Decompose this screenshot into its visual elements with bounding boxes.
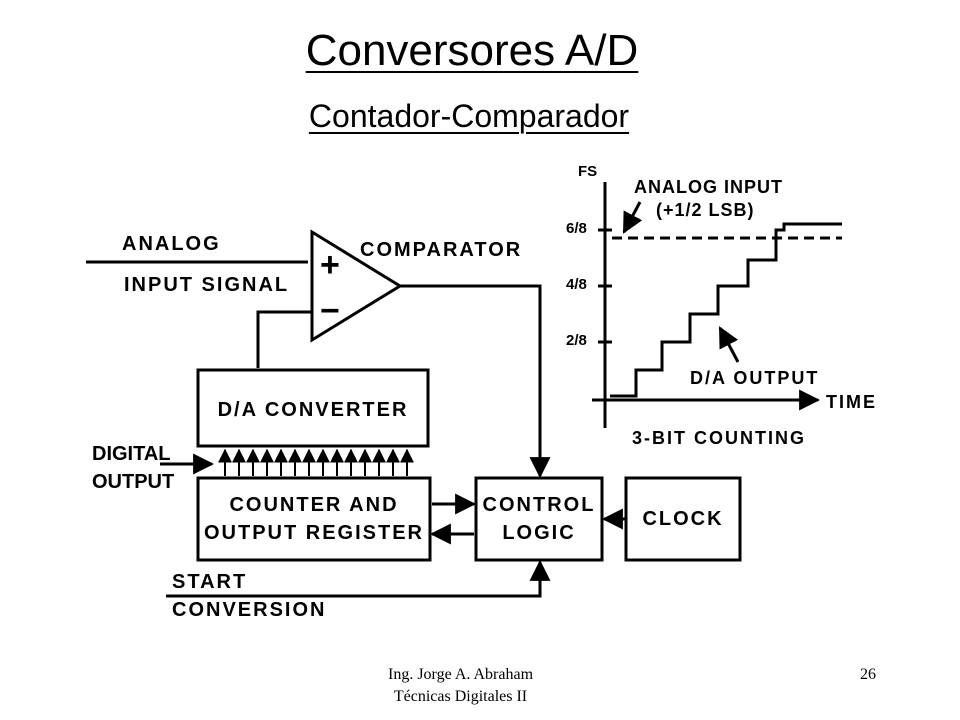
clock-label: CLOCK — [642, 508, 723, 530]
counter-label-line1: COUNTER AND — [229, 494, 398, 516]
comparator-output-line — [400, 284, 551, 479]
da-output-staircase — [610, 222, 842, 398]
output-label: OUTPUT — [92, 471, 174, 493]
control-label-line2: LOGIC — [502, 522, 575, 544]
time-label: TIME — [826, 392, 877, 412]
fs-label: FS — [578, 163, 597, 180]
da-output-label: D/A OUTPUT — [690, 368, 819, 388]
slide-title: Conversores A/D — [305, 26, 639, 75]
counter-register-box — [196, 476, 432, 562]
clock-box — [624, 476, 742, 562]
comparator-minus-sign: − — [320, 292, 340, 330]
comparator-label: COMPARATOR — [360, 239, 522, 261]
input-signal-label: INPUT SIGNAL — [124, 274, 289, 296]
da-output-pointer — [718, 326, 740, 363]
analog-input-label-line2: (+1/2 LSB) — [656, 200, 755, 220]
analog-input-label-line1: ANALOG INPUT — [634, 177, 783, 197]
control-logic-box — [474, 476, 604, 562]
counter-label-line2: OUTPUT REGISTER — [204, 522, 424, 544]
digital-bus-arrows — [218, 448, 414, 476]
da-converter-label: D/A CONVERTER — [218, 399, 409, 421]
digital-label: DIGITAL — [92, 443, 171, 465]
counting-caption: 3-BIT COUNTING — [632, 428, 806, 448]
da-feedback-line — [256, 310, 312, 368]
analog-label: ANALOG — [122, 233, 221, 255]
conversion-label: CONVERSION — [172, 599, 326, 621]
footer-author-block: Ing. Jorge A. Abraham Técnicas Digitales… — [388, 664, 533, 708]
tick-label-2-8: 2/8 — [566, 332, 587, 349]
start-label: START — [172, 571, 247, 593]
slide-subtitle: Contador-Comparador — [308, 98, 630, 134]
footer-course: Técnicas Digitales II — [393, 688, 528, 705]
comparator-plus-sign: + — [320, 246, 340, 284]
control-label-line1: CONTROL — [483, 494, 596, 516]
page-number: 26 — [860, 666, 876, 683]
start-conversion-line — [166, 559, 551, 598]
tick-label-4-8: 4/8 — [566, 276, 587, 293]
analog-input-pointer — [622, 201, 643, 234]
footer-author: Ing. Jorge A. Abraham — [388, 666, 534, 683]
da-converter-box — [196, 368, 430, 448]
tick-label-6-8: 6/8 — [566, 220, 587, 237]
comparator-triangle — [310, 229, 403, 343]
graph-ticks — [598, 228, 612, 344]
